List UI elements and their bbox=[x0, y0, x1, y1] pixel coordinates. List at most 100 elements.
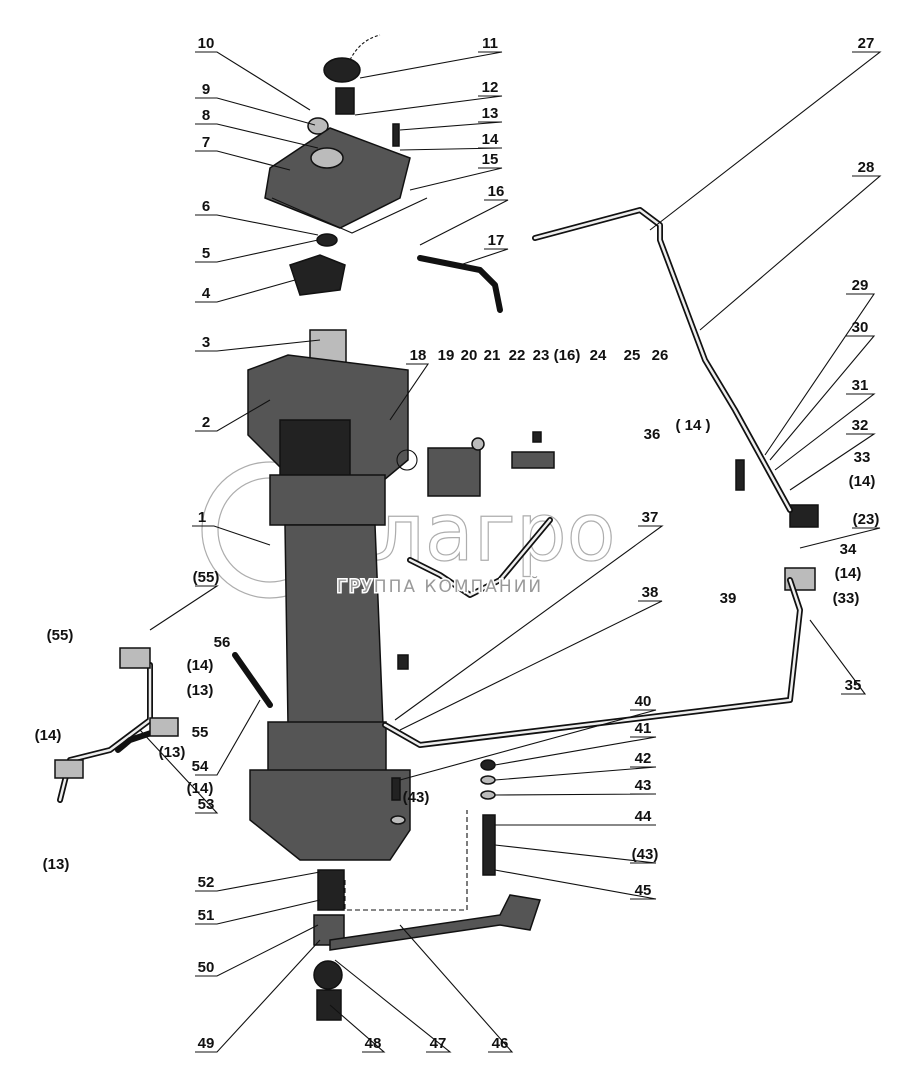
callout-6: 6 bbox=[202, 198, 210, 215]
callout-10: 10 bbox=[198, 35, 215, 52]
leader-line bbox=[699, 175, 882, 331]
leader-line bbox=[195, 150, 291, 171]
leader-line bbox=[195, 939, 321, 1053]
leader-line bbox=[409, 167, 503, 191]
callout-43-ref-a: (43) bbox=[632, 846, 659, 863]
callout-14-ref-d: (14) bbox=[187, 657, 214, 674]
callout-16: 16 bbox=[488, 183, 505, 200]
leader-line bbox=[195, 871, 321, 892]
leader-line bbox=[195, 51, 311, 111]
callout-15: 15 bbox=[482, 151, 499, 168]
callout-25: 25 bbox=[624, 347, 641, 364]
callout-5: 5 bbox=[202, 245, 210, 262]
pipes bbox=[54, 207, 803, 803]
callout-52: 52 bbox=[198, 874, 215, 891]
leader-line bbox=[334, 959, 452, 1053]
callout-20: 20 bbox=[461, 347, 478, 364]
leader-line bbox=[494, 844, 657, 864]
callout-48: 48 bbox=[365, 1035, 382, 1052]
callout-29: 29 bbox=[852, 277, 869, 294]
callout-47: 47 bbox=[430, 1035, 447, 1052]
callout-39: 39 bbox=[720, 590, 737, 607]
callout-35: 35 bbox=[845, 677, 862, 694]
side-parts bbox=[390, 431, 819, 876]
callout-14-ref-c: (14) bbox=[835, 565, 862, 582]
leader-line bbox=[774, 393, 876, 471]
leader-line bbox=[494, 766, 657, 781]
callout-8: 8 bbox=[202, 107, 210, 124]
callout-13-ref-a: (13) bbox=[187, 682, 214, 699]
leader-line bbox=[459, 248, 509, 266]
cap-assembly bbox=[264, 34, 428, 296]
callout-4: 4 bbox=[202, 285, 211, 302]
callout-14: 14 bbox=[482, 131, 499, 148]
leader-line bbox=[799, 527, 881, 549]
callout-14-ref-f: (14) bbox=[35, 727, 62, 744]
callout-38: 38 bbox=[642, 584, 659, 601]
callout-24: 24 bbox=[590, 347, 607, 364]
leader-line bbox=[809, 619, 867, 695]
callout-19: 19 bbox=[438, 347, 455, 364]
leader-line bbox=[399, 709, 657, 781]
callout-34: 34 bbox=[840, 541, 857, 558]
leader-line bbox=[494, 736, 657, 766]
callout-14-ref-a: (14) bbox=[849, 473, 876, 490]
callout-11: 11 bbox=[482, 35, 498, 52]
leader-line bbox=[649, 51, 882, 231]
leader-line bbox=[192, 525, 271, 546]
callout-33-ref: (33) bbox=[833, 590, 860, 607]
callout-41: 41 bbox=[635, 720, 652, 737]
callout-27: 27 bbox=[858, 35, 875, 52]
callout-23: 23 bbox=[533, 347, 550, 364]
callout-26: 26 bbox=[652, 347, 669, 364]
leader-line bbox=[195, 279, 296, 303]
leader-line bbox=[419, 199, 509, 246]
leader-line bbox=[399, 121, 503, 131]
leader-line bbox=[389, 363, 430, 421]
leader-line bbox=[195, 123, 319, 149]
leader-line bbox=[789, 433, 876, 491]
callout-43: 43 bbox=[635, 777, 652, 794]
callout-1: 1 bbox=[198, 509, 206, 526]
leader-line bbox=[764, 293, 876, 456]
leader-line bbox=[195, 924, 319, 977]
leader-line bbox=[195, 239, 319, 263]
callout-14-ref-b: ( 14 ) bbox=[675, 417, 710, 434]
callout-53: 53 bbox=[198, 796, 215, 813]
callout-54: 54 bbox=[192, 758, 209, 775]
callout-45: 45 bbox=[635, 882, 652, 899]
callout-2: 2 bbox=[202, 414, 210, 431]
callout-55-ref-a: (55) bbox=[193, 569, 220, 586]
callout-13-ref-c: (13) bbox=[43, 856, 70, 873]
leader-line bbox=[394, 525, 664, 721]
leader-line bbox=[354, 95, 503, 116]
leader-line bbox=[195, 97, 316, 126]
callout-46: 46 bbox=[492, 1035, 509, 1052]
callout-44: 44 bbox=[635, 808, 652, 825]
callout-37: 37 bbox=[642, 509, 659, 526]
leader-line bbox=[399, 924, 514, 1053]
callout-43-ref-b: (43) bbox=[403, 789, 430, 806]
callout-42: 42 bbox=[635, 750, 652, 767]
callout-56: 56 bbox=[214, 634, 231, 651]
callout-13: 13 bbox=[482, 105, 499, 122]
watermark-subtitle: ГРУППА КОМПАНИЙ bbox=[337, 575, 543, 597]
leader-line bbox=[149, 585, 219, 631]
leader-line bbox=[399, 147, 503, 151]
callout-32: 32 bbox=[852, 417, 869, 434]
callout-16-ref: (16) bbox=[554, 347, 581, 364]
callout-21: 21 bbox=[484, 347, 501, 364]
callout-12: 12 bbox=[482, 79, 499, 96]
callout-40: 40 bbox=[635, 693, 652, 710]
leader-line bbox=[195, 399, 271, 432]
callout-51: 51 bbox=[198, 907, 215, 924]
callout-50: 50 bbox=[198, 959, 215, 976]
callout-3: 3 bbox=[202, 334, 210, 351]
callout-14-ref-e: (14) bbox=[187, 780, 214, 797]
leader-line bbox=[195, 699, 261, 776]
leader-line bbox=[494, 793, 657, 796]
callout-13-ref-b: (13) bbox=[159, 744, 186, 761]
